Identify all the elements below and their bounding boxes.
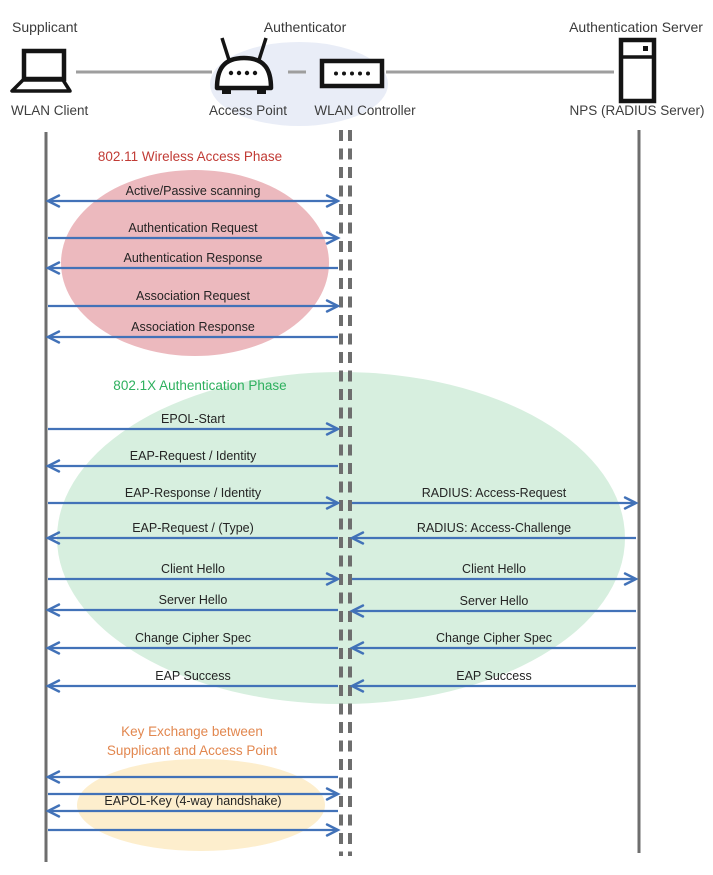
server-icon [618, 37, 657, 104]
phase-key-exchange-ellipse [77, 759, 325, 851]
message-arrow [45, 770, 338, 784]
message-arrow [349, 641, 636, 655]
message-label: Server Hello [158, 593, 228, 607]
message-arrow [48, 572, 341, 586]
message-arrow [352, 572, 639, 586]
node-label-wlan-controller: WLAN Controller [314, 103, 416, 118]
node-label-nps-radius-server: NPS (RADIUS Server) [569, 103, 705, 118]
message-arrow [45, 679, 338, 693]
message-label: Authentication Response [123, 251, 263, 265]
message-label: Client Hello [462, 562, 526, 576]
message-label: EAP-Response / Identity [124, 486, 262, 500]
message-arrow [48, 422, 341, 436]
message-arrow [45, 261, 338, 275]
message-arrows [45, 194, 639, 837]
message-label: Active/Passive scanning [125, 184, 261, 198]
message-arrow [48, 299, 341, 313]
message-label: Client Hello [161, 562, 225, 576]
phase-title-8021x: 802.1X Authentication Phase [113, 378, 287, 393]
message-label: Association Request [136, 289, 250, 303]
access-point-icon [214, 37, 274, 94]
message-arrow [45, 603, 338, 617]
phase-title-80211: 802.11 Wireless Access Phase [97, 149, 283, 164]
phase-title-key-exchange-line1: Key Exchange between [121, 724, 263, 739]
message-label: EAP Success [155, 669, 231, 683]
message-label: EPOL-Start [161, 412, 225, 426]
message-label: EAP-Request / Identity [129, 449, 257, 463]
message-label: RADIUS: Access-Challenge [416, 521, 572, 535]
wlan-controller-icon [319, 58, 385, 89]
message-label: RADIUS: Access-Request [421, 486, 567, 500]
message-label: Authentication Request [128, 221, 258, 235]
role-supplicant: Supplicant [12, 19, 78, 35]
message-arrow [349, 531, 636, 545]
phase-80211-ellipse [61, 170, 329, 356]
message-arrow [45, 330, 338, 344]
message-arrow [45, 804, 338, 818]
message-arrow [48, 823, 341, 837]
message-label: Server Hello [459, 594, 529, 608]
role-authentication-server: Authentication Server [569, 19, 703, 35]
message-label: EAP-Request / (Type) [132, 521, 254, 535]
message-label: EAP Success [456, 669, 532, 683]
message-label: Association Response [131, 320, 255, 334]
laptop-icon [10, 48, 72, 93]
node-label-wlan-client: WLAN Client [11, 103, 89, 118]
message-arrow [48, 787, 341, 801]
message-label: Change Cipher Spec [435, 631, 553, 645]
message-arrow [48, 231, 341, 245]
node-label-access-point: Access Point [208, 103, 288, 118]
message-label: EAPOL-Key (4-way handshake) [104, 794, 282, 808]
phase-title-key-exchange: Key Exchange between Supplicant and Acce… [107, 722, 277, 760]
message-label: Change Cipher Spec [134, 631, 252, 645]
lifelines [44, 130, 641, 862]
phase-title-key-exchange-line2: Supplicant and Access Point [106, 743, 278, 758]
message-arrow [45, 531, 338, 545]
message-arrow [45, 641, 338, 655]
message-arrow [349, 604, 636, 618]
message-arrow [349, 679, 636, 693]
message-arrow [352, 496, 639, 510]
message-arrow [45, 194, 341, 208]
role-authenticator: Authenticator [263, 19, 347, 35]
message-arrow [48, 496, 341, 510]
message-arrow [45, 459, 338, 473]
